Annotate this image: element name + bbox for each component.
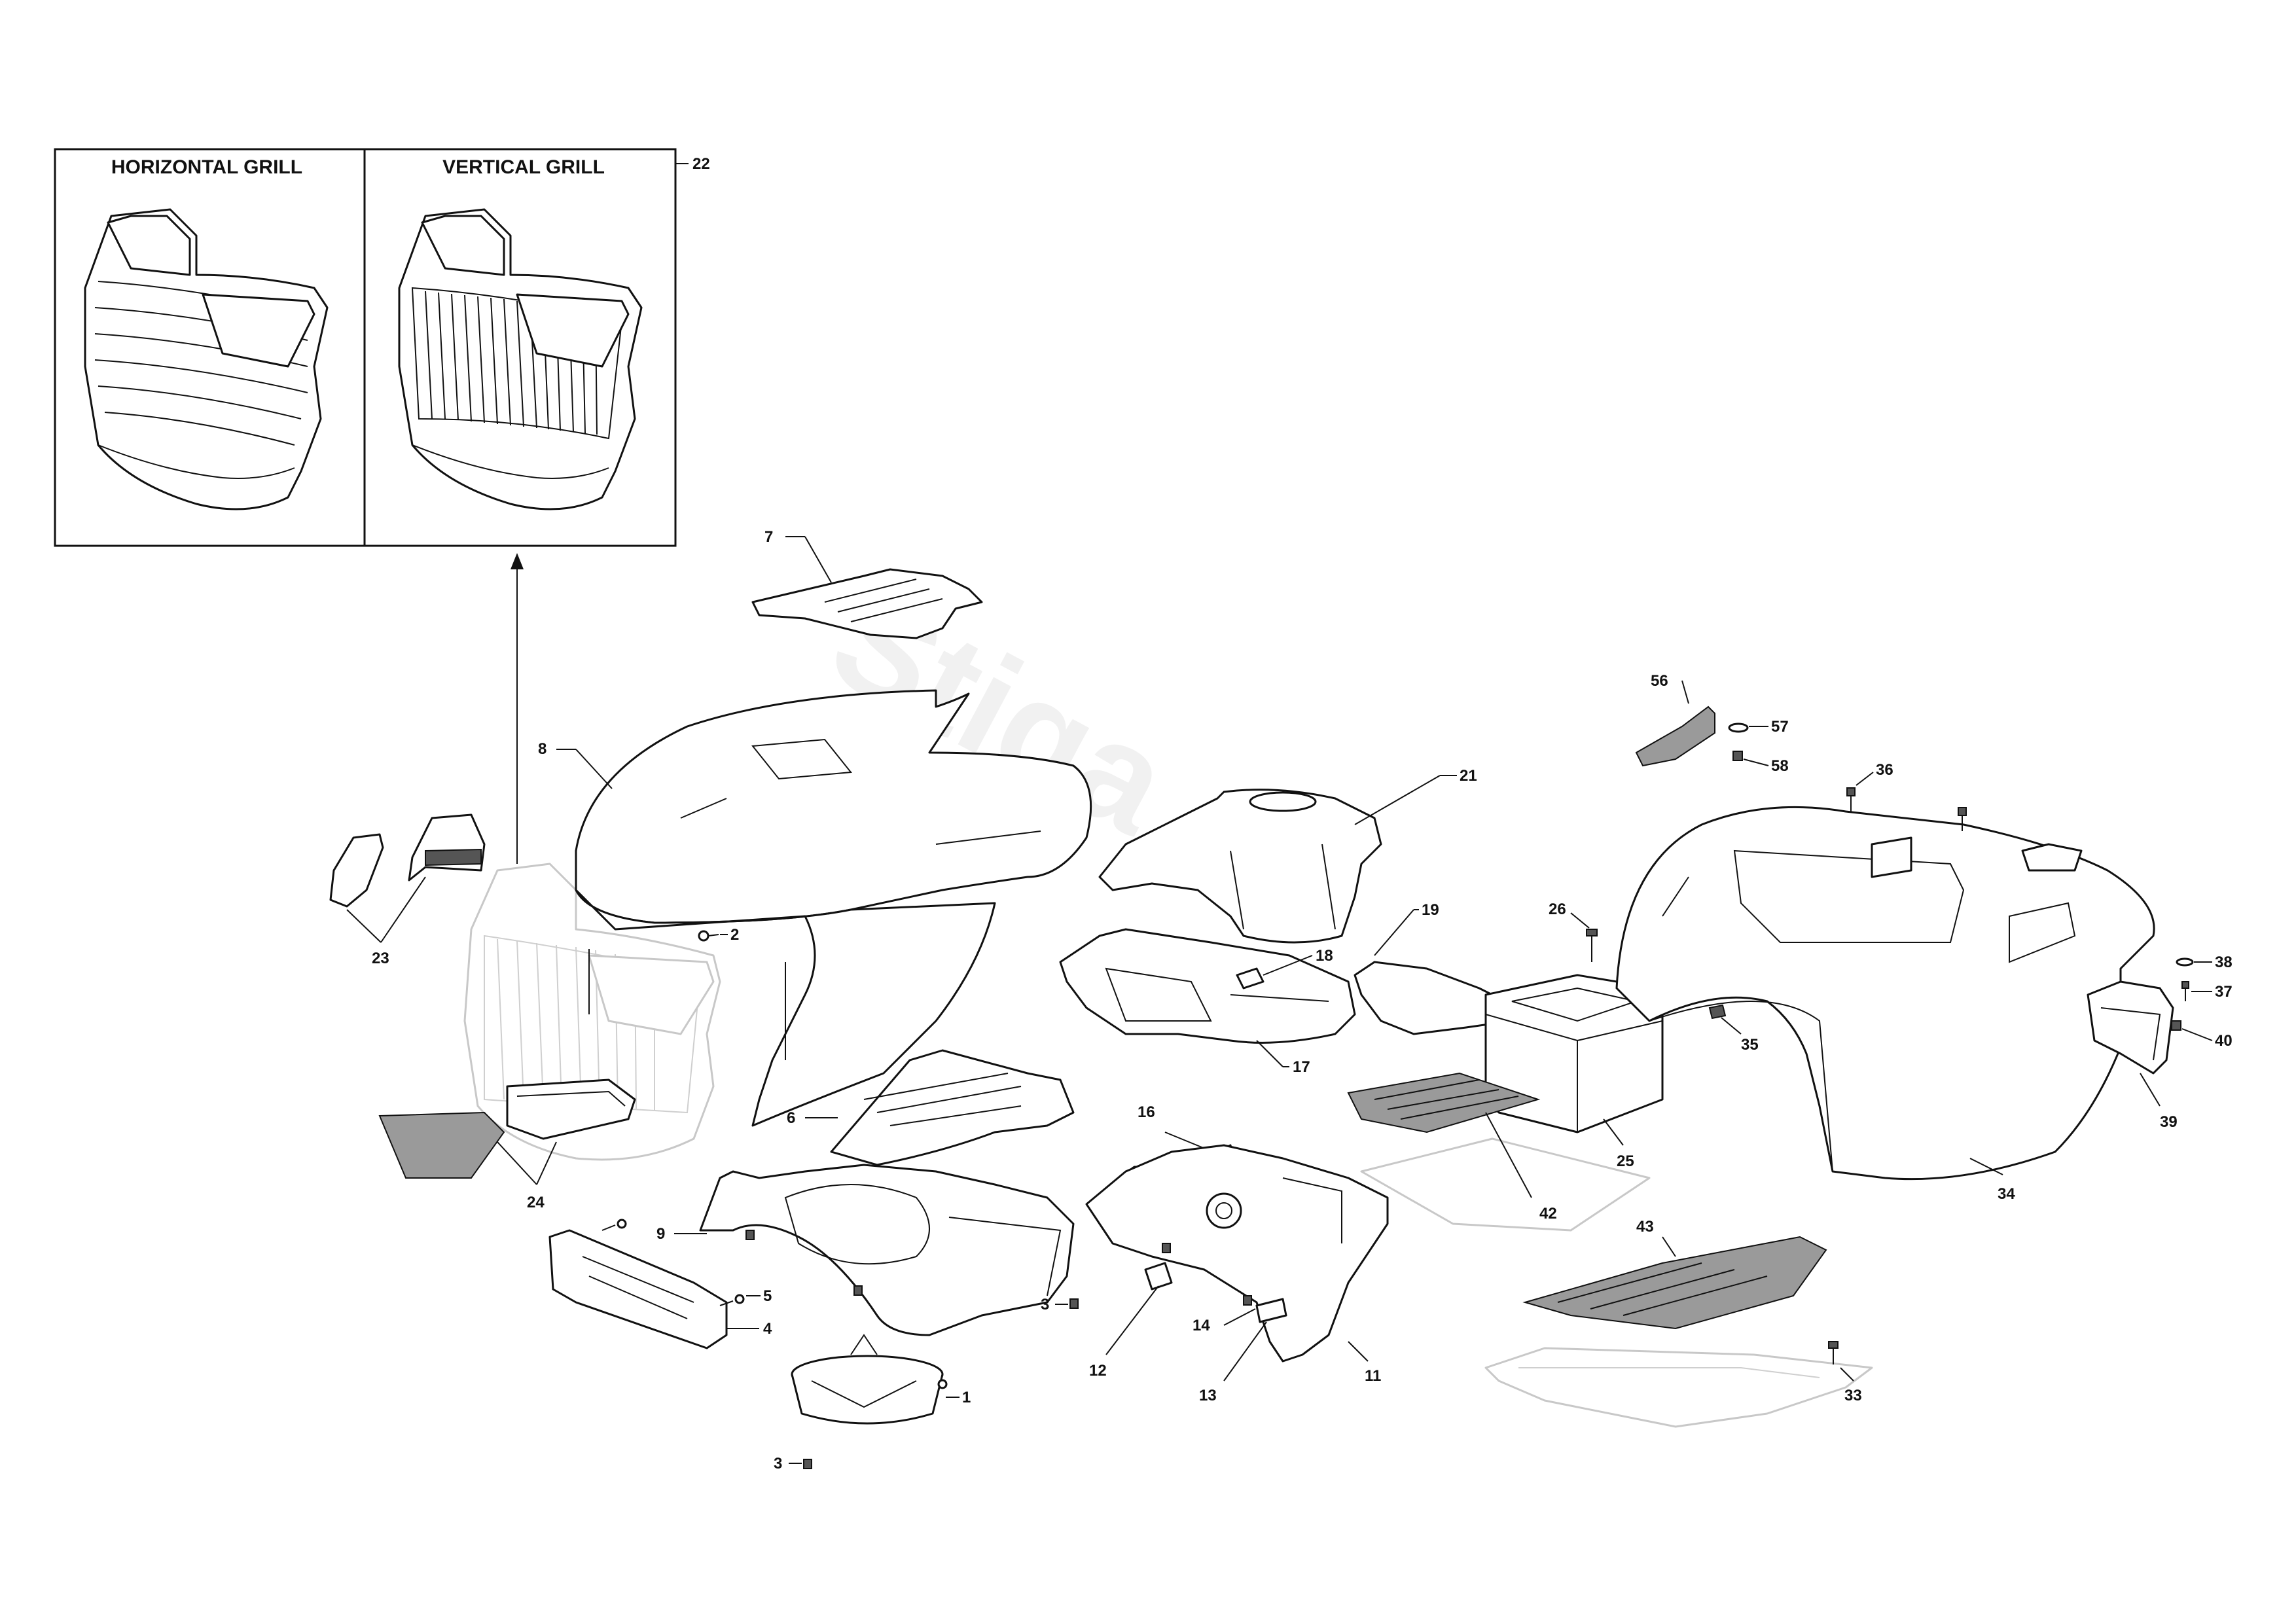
callout-26-left: 26	[1549, 901, 1566, 918]
part-12-14-hardware	[1144, 1243, 1287, 1323]
callout-38: 38	[2215, 954, 2233, 971]
part-23-side-caps	[329, 813, 486, 908]
part-17-lower-dash	[1059, 928, 1356, 1044]
part-6-inner-tray	[830, 1049, 1075, 1166]
part-43-floor-mat	[1522, 1236, 1827, 1330]
callout-8: 8	[538, 740, 547, 758]
leader-8b	[575, 749, 613, 789]
vertical-grill-title: VERTICAL GRILL	[442, 156, 605, 178]
part-37-38-40-hardware	[2171, 957, 2194, 1031]
leader-24b	[536, 1141, 557, 1185]
leader-56	[1681, 680, 1689, 704]
part-8-hood	[575, 689, 1092, 1127]
callout-12: 12	[1089, 1362, 1107, 1380]
callout-9: 9	[656, 1225, 665, 1243]
part-24-lower-panels	[378, 1079, 636, 1179]
callout-16: 16	[1138, 1103, 1155, 1121]
leader-43	[1662, 1236, 1676, 1257]
leader-35	[1721, 1017, 1742, 1035]
leader-19a	[1374, 909, 1414, 956]
leader-58	[1743, 758, 1769, 766]
callout-5: 5	[763, 1287, 772, 1305]
ghost-footboard-lower	[1484, 1347, 1873, 1428]
leader-26a	[1570, 912, 1590, 929]
part-1-ring	[791, 1334, 948, 1425]
callout-21: 21	[1460, 767, 1477, 785]
part-5-screws	[601, 1219, 745, 1306]
leader-34	[1969, 1158, 2003, 1175]
callout-19: 19	[1422, 901, 1439, 919]
callout-36: 36	[1876, 761, 1893, 779]
leader-21a	[1354, 775, 1441, 825]
callout-3-upper: 3	[1041, 1296, 1049, 1313]
leader-18	[1263, 955, 1313, 976]
leader-14	[1223, 1308, 1256, 1326]
leader-11	[1348, 1341, 1369, 1362]
part-57-58-fasteners	[1728, 722, 1749, 761]
leader-23b	[380, 876, 426, 943]
leader-12	[1105, 1285, 1159, 1355]
leader-25	[1603, 1118, 1624, 1146]
part-9-front-frame	[699, 1164, 1075, 1336]
part-21-dash-cover	[1098, 789, 1382, 944]
callout-34: 34	[1998, 1185, 2015, 1203]
horizontal-grill-part	[84, 208, 329, 510]
callout-43: 43	[1636, 1218, 1654, 1236]
callout-2: 2	[730, 926, 739, 944]
leader-13	[1223, 1321, 1267, 1382]
leader-40	[2181, 1028, 2213, 1041]
part-3-bolts	[803, 1298, 1079, 1469]
callout-57: 57	[1771, 718, 1789, 736]
vertical-grill-part	[398, 208, 643, 510]
inset-pointer-arrow	[511, 553, 524, 864]
part-36-screws	[1846, 787, 1967, 831]
callout-14: 14	[1193, 1317, 1210, 1334]
callout-17: 17	[1293, 1058, 1310, 1076]
callout-1: 1	[962, 1389, 971, 1406]
callout-37: 37	[2215, 983, 2233, 1001]
callout-3-lower: 3	[774, 1455, 782, 1472]
callout-56: 56	[1651, 672, 1668, 690]
part-56-handle	[1635, 705, 1715, 767]
part-7-vent-grille	[751, 568, 983, 639]
callout-25: 25	[1617, 1152, 1634, 1170]
leader-36	[1856, 772, 1874, 786]
leader-24a	[497, 1141, 537, 1185]
part-34-rear-body	[1615, 806, 2155, 1181]
leader-23a	[346, 909, 382, 943]
callout-13: 13	[1199, 1387, 1217, 1404]
horizontal-grill-title: HORIZONTAL GRILL	[111, 156, 302, 178]
callout-23: 23	[372, 950, 389, 967]
callout-39: 39	[2160, 1113, 2178, 1131]
callout-40: 40	[2215, 1032, 2233, 1050]
ghost-footboard-upper	[1360, 1137, 1651, 1232]
part-39-rear-bracket	[2087, 980, 2174, 1075]
part-4-bracket	[548, 1229, 728, 1349]
leader-17a	[1256, 1040, 1283, 1067]
part-2-screw	[698, 930, 719, 942]
callout-4: 4	[763, 1320, 772, 1338]
callout-24: 24	[527, 1194, 545, 1211]
part-33-bolt	[1828, 1341, 1839, 1364]
leader-42	[1485, 1112, 1532, 1198]
part-35-clip	[1708, 1004, 1727, 1020]
callout-33: 33	[1844, 1387, 1862, 1404]
part-18-clip	[1236, 967, 1265, 990]
callout-11: 11	[1365, 1367, 1381, 1385]
frame-bolts	[745, 1230, 863, 1296]
callout-22: 22	[692, 155, 710, 173]
leader-7b	[804, 536, 832, 583]
part-11-console	[1085, 1144, 1389, 1363]
leader-33	[1840, 1367, 1854, 1382]
callout-7: 7	[764, 528, 773, 546]
leader-39	[2140, 1073, 2161, 1107]
callout-18: 18	[1316, 947, 1333, 965]
callout-35: 35	[1741, 1036, 1759, 1054]
grill-variants-inset: HORIZONTAL GRILL VERTICAL GRILL 22	[54, 148, 710, 547]
callout-6: 6	[787, 1109, 795, 1127]
callout-58: 58	[1771, 757, 1789, 775]
part-42-floor-mat	[1347, 1072, 1541, 1133]
callout-42: 42	[1539, 1205, 1557, 1222]
